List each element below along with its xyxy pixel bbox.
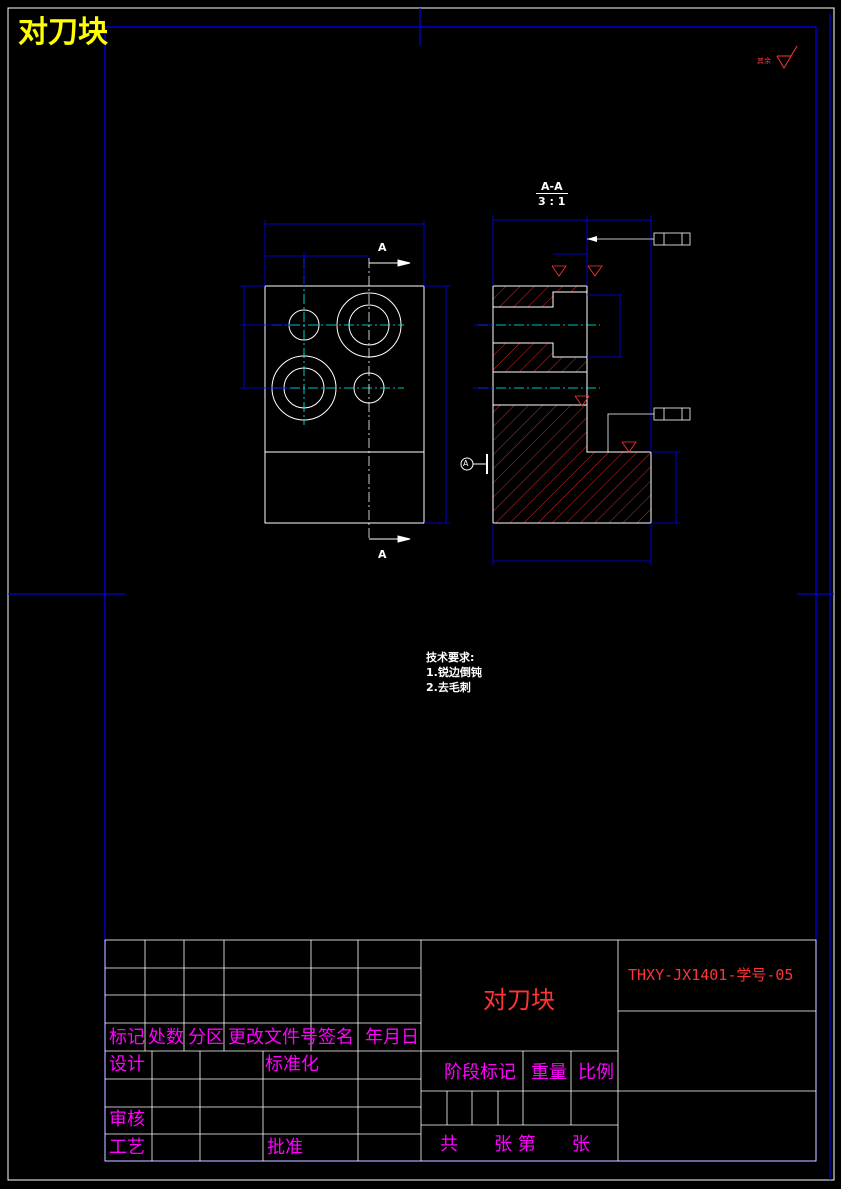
section-marker-top: A [378, 241, 387, 254]
section-marker-bottom: A [378, 548, 387, 561]
title-block [104, 939, 817, 1162]
tb-review: 审核 [109, 1109, 145, 1130]
rough-other-label: 其余 [757, 57, 771, 65]
tb-approve: 批准 [267, 1137, 303, 1158]
tech-requirement-item: 2.去毛刺 [426, 681, 471, 694]
tb-header-date: 年月日 [365, 1027, 419, 1048]
tb-stage-mark: 阶段标记 [444, 1062, 516, 1083]
section-view-name: A-A [541, 180, 563, 193]
section-view [460, 215, 691, 565]
section-view-scale: 3 : 1 [538, 195, 566, 208]
tb-sheets: 共 张 第 张 [440, 1134, 590, 1155]
front-view [240, 220, 450, 543]
tb-design: 设计 [109, 1054, 145, 1075]
tb-header-zone: 分区 [188, 1027, 224, 1048]
drawing-title: 对刀块 [18, 15, 108, 50]
tb-drawing-number: THXY-JX1401-学号-05 [628, 966, 794, 984]
tb-header-signature: 签名 [318, 1027, 354, 1048]
tb-scale: 比例 [578, 1062, 614, 1083]
tb-header-count: 处数 [148, 1027, 184, 1048]
tech-requirement-item: 1.锐边倒钝 [426, 666, 482, 679]
tb-part-name: 对刀块 [483, 986, 555, 1014]
tech-requirements-heading: 技术要求: [426, 651, 475, 664]
tb-process: 工艺 [109, 1137, 145, 1158]
tb-standardize: 标准化 [265, 1054, 319, 1075]
roughness-symbol [776, 45, 798, 69]
tb-header-change-doc: 更改文件号 [228, 1027, 318, 1048]
tb-weight: 重量 [531, 1062, 567, 1083]
section-name-underline [536, 193, 568, 194]
datum-label: A [463, 459, 469, 468]
tb-header-mark: 标记 [109, 1027, 145, 1048]
